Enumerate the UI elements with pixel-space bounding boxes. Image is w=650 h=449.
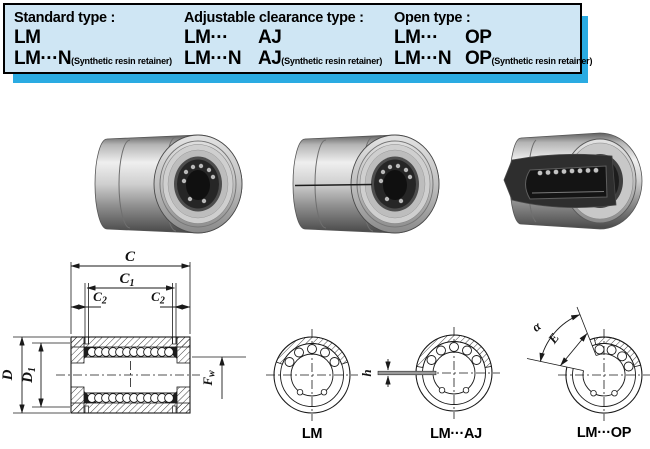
dimension-c1: C1 <box>86 271 175 291</box>
ball-row-top <box>87 347 174 357</box>
model-code: AJ <box>258 27 282 48</box>
dimension-d: D <box>0 336 25 414</box>
photo-render-op <box>503 132 643 230</box>
dimension-c2-right: C2 <box>151 289 191 310</box>
legend-title: Standard type : <box>14 10 116 26</box>
dimension-d1: D1 <box>20 342 44 408</box>
photo-render-lm <box>94 134 243 234</box>
model-code: OP <box>465 48 492 69</box>
svg-text:C1: C1 <box>119 271 134 289</box>
svg-text:C: C <box>125 249 136 265</box>
section-front-aj: h LM···AJ <box>359 327 500 442</box>
model-code: LM··· <box>184 27 228 48</box>
dimension-c: C <box>70 249 191 269</box>
svg-text:D: D <box>0 369 16 381</box>
model-code: LM···N <box>184 48 242 69</box>
model-code: OP <box>465 27 492 48</box>
legend-column-standard: Standard type : LM LM···N(Synthetic resi… <box>14 10 172 72</box>
svg-text:Fw: Fw <box>200 370 218 387</box>
adjustment-slit <box>294 183 373 187</box>
model-note: (Synthetic resin retainer) <box>281 56 383 66</box>
svg-text:h: h <box>359 369 374 376</box>
photo-render-aj <box>292 134 440 234</box>
dimension-e: E <box>544 330 588 366</box>
model-code: LM···N <box>14 48 72 69</box>
section-front-lm: LM <box>266 329 358 442</box>
ball-track <box>537 167 599 176</box>
dimension-c2-left: C2 <box>70 289 107 310</box>
legend-title: Open type : <box>394 10 471 26</box>
section-label-lm: LM <box>302 426 323 442</box>
svg-text:D1: D1 <box>20 367 38 384</box>
legend-column-adjustable: Adjustable clearance type : LM··· AJ LM··… <box>184 10 382 72</box>
dimension-fw: Fw <box>200 356 225 399</box>
adjustment-slit <box>377 370 437 376</box>
model-note: (Synthetic resin retainer) <box>491 56 593 66</box>
model-code: LM <box>14 27 41 48</box>
model-code: LM···N <box>394 48 452 69</box>
svg-text:C2: C2 <box>93 289 107 307</box>
svg-text:α: α <box>529 318 545 335</box>
type-legend-panel: Standard type : LM LM···N(Synthetic resi… <box>3 3 592 74</box>
model-code: AJ <box>258 48 282 69</box>
model-code: LM··· <box>394 27 438 48</box>
section-label-aj: LM···AJ <box>430 426 482 442</box>
svg-text:C2: C2 <box>151 289 165 307</box>
model-note: (Synthetic resin retainer) <box>71 56 172 66</box>
ball-row-bottom <box>87 393 174 403</box>
cross-section-side-view: C C1 C2 C2 D <box>0 249 246 414</box>
section-label-op: LM···OP <box>577 425 632 441</box>
legend-title: Adjustable clearance type : <box>184 10 364 26</box>
dimension-h: h <box>359 359 391 387</box>
section-front-op: E α LM···OP <box>526 306 650 441</box>
